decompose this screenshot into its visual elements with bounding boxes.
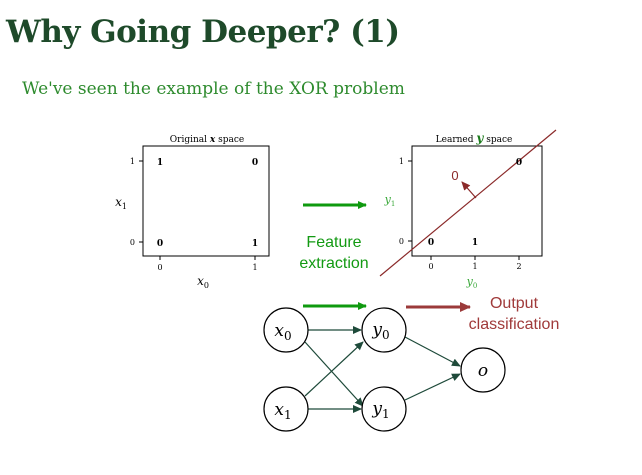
right-plot-frame [411, 145, 543, 257]
left-ylabel: x1 [115, 195, 127, 211]
left-ytick-1: 1 [130, 157, 135, 166]
right-plot-title: Learned y space [436, 131, 513, 145]
node-x1: x1 [263, 386, 309, 432]
node-x0-label: x0 [274, 321, 291, 343]
boundary-normal-arrow [461, 181, 477, 199]
node-y1: y1 [361, 386, 407, 432]
output-label-line2: classification [469, 316, 560, 333]
left-point-0-0: 0 [157, 239, 163, 249]
slide-title: Why Going Deeper? (1) [6, 14, 400, 50]
left-xtick-1: 1 [252, 263, 257, 272]
right-ylabel: y1 [384, 193, 396, 208]
feature-label-line1: Feature [306, 234, 361, 251]
output-label-line1: Output [490, 295, 539, 312]
feature-label-line2: extraction [299, 255, 368, 272]
right-ytick-1: 1 [399, 157, 404, 166]
node-o-label: o [478, 361, 488, 381]
left-xtick-0: 0 [157, 263, 162, 272]
edge-y1-o [404, 373, 461, 401]
right-xtick-1: 1 [472, 262, 477, 271]
feature-extraction: Feature extraction [299, 201, 369, 272]
decision-boundary-line [379, 129, 557, 277]
right-xtick-0: 0 [428, 262, 433, 271]
left-xlabel: x0 [197, 274, 209, 290]
slide-subtitle: We've seen the example of the XOR proble… [22, 79, 405, 99]
edge-x1-y0 [304, 341, 364, 397]
left-point-1-0: 1 [252, 239, 258, 249]
edge-y0-o [404, 336, 461, 367]
right-xlabel: y0 [466, 275, 478, 290]
node-y1-label: y1 [371, 399, 389, 421]
learned-space-plot: Learned y space 0 1 2 1 0 0 0 1 0 y0 y1 [379, 129, 557, 290]
boundary-annotation: 0 [451, 168, 458, 183]
left-plot-frame [142, 145, 270, 257]
right-point-0-0: 0 [428, 238, 434, 248]
right-point-2-1: 0 [516, 158, 522, 168]
right-ytick-0: 0 [399, 237, 404, 246]
node-x0: x0 [263, 307, 309, 353]
edge-x0-y1 [304, 341, 364, 407]
left-point-1-1: 0 [252, 158, 258, 168]
right-point-1-0: 1 [472, 238, 478, 248]
left-ytick-0: 0 [130, 238, 135, 247]
original-space-plot: Original x space 0 1 1 0 1 0 0 1 x0 x1 [115, 135, 270, 290]
neural-network: Output classification x0 x1 y0 y1 o [263, 295, 560, 432]
node-y0: y0 [361, 307, 407, 353]
left-plot-title: Original x space [170, 135, 244, 145]
node-x1-label: x1 [274, 400, 291, 422]
left-point-0-1: 1 [157, 158, 163, 168]
node-o: o [460, 347, 506, 393]
right-xtick-2: 2 [516, 262, 521, 271]
node-y0-label: y0 [371, 320, 389, 342]
